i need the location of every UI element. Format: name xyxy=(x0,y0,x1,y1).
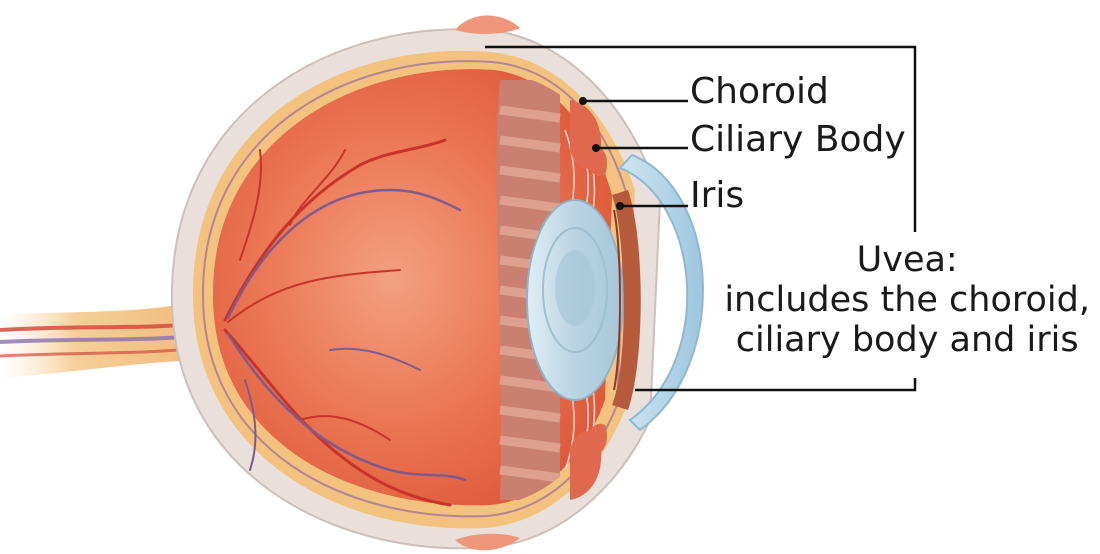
uvea-description: Uvea: includes the choroid, ciliary body… xyxy=(724,240,1090,360)
lens xyxy=(527,200,623,400)
label-iris: Iris xyxy=(690,178,744,214)
uvea-title: Uvea: xyxy=(724,240,1090,280)
uvea-line-2: ciliary body and iris xyxy=(724,320,1090,360)
choroid-dot xyxy=(579,97,587,105)
muscle-top xyxy=(455,15,520,33)
uvea-line-1: includes the choroid, xyxy=(724,280,1090,320)
label-choroid: Choroid xyxy=(690,74,829,110)
iris-dot xyxy=(616,202,624,210)
ciliary-dot xyxy=(592,144,600,152)
label-ciliary-body: Ciliary Body xyxy=(690,122,906,158)
